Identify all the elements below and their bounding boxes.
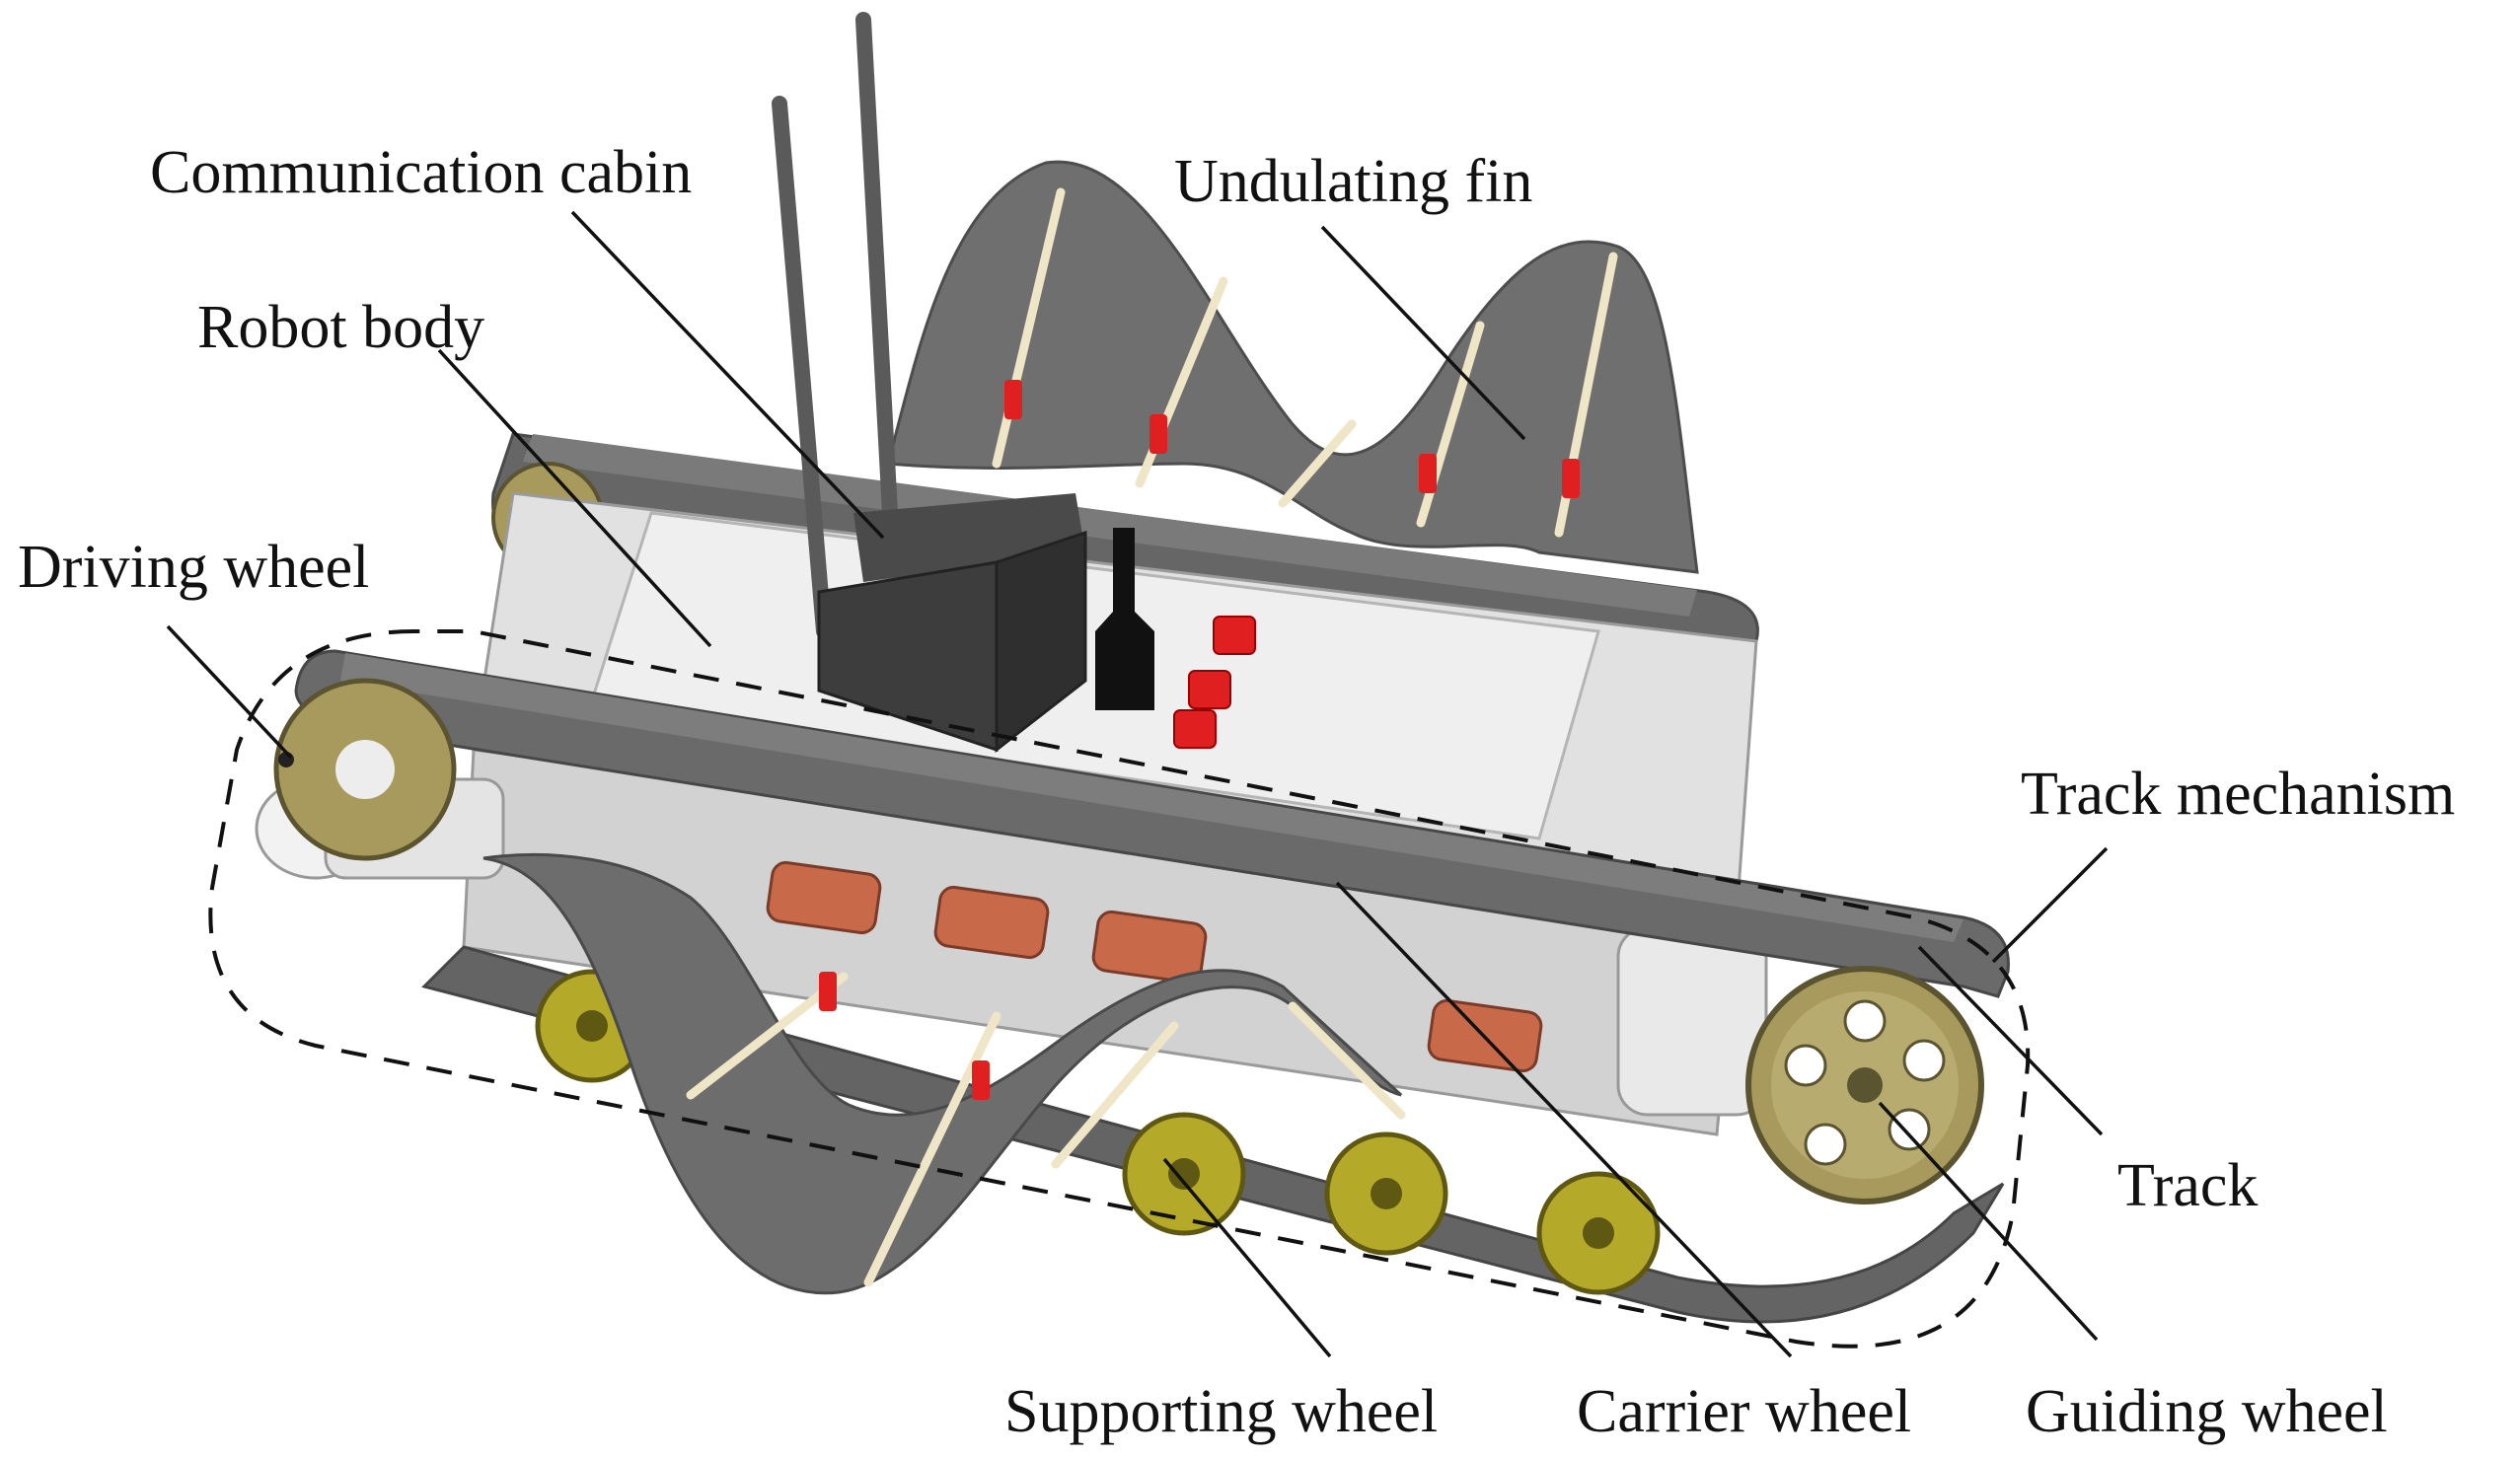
motor-cylinders — [766, 860, 1543, 1073]
guiding-wheel — [1745, 966, 1984, 1204]
fin-lower-actuators — [819, 972, 990, 1100]
leader-track — [1917, 945, 2104, 1136]
rear-housing — [1616, 925, 1768, 1117]
fin-ray — [1288, 1001, 1406, 1120]
label-undulating-fin: Undulating fin — [1174, 148, 1532, 215]
fin-upper-actuators — [1004, 380, 1580, 498]
track-mechanism-outline — [208, 629, 2031, 1349]
fin-ray — [863, 1011, 1001, 1287]
leader-undulating-fin — [1320, 225, 1526, 441]
fin-ray — [1278, 419, 1357, 508]
sensor-bottle — [1095, 528, 1154, 710]
label-guiding-wheel: Guiding wheel — [2026, 1378, 2388, 1445]
antenna-right — [855, 12, 898, 521]
label-driving-wheel: Driving wheel — [18, 534, 369, 601]
fin-lower-rays — [686, 972, 1406, 1287]
fin-upper-membrane — [886, 160, 1699, 574]
label-supporting-wheel: Supporting wheel — [1004, 1378, 1438, 1445]
leader-communication-cabin — [570, 210, 885, 540]
leader-driving-wheel — [166, 624, 293, 760]
leader-supporting-wheel — [1162, 1157, 1332, 1358]
label-robot-body: Robot body — [197, 294, 484, 361]
label-carrier-wheel: Carrier wheel — [1577, 1378, 1911, 1445]
fin-ray — [686, 972, 849, 1100]
antenna-left — [772, 96, 832, 639]
supporting-wheel — [1122, 1112, 1246, 1236]
supporting-wheel — [1324, 1131, 1448, 1256]
callout-labels: Communication cabin Undulating fin Robot… — [18, 139, 2455, 1445]
cabin-side — [995, 530, 1087, 754]
actuator-red — [972, 1060, 990, 1100]
red-connectors — [1173, 616, 1256, 749]
undulating-fin-lower — [482, 852, 1406, 1295]
actuator-red — [1419, 454, 1437, 493]
leader-carrier-wheel — [1335, 881, 1793, 1358]
label-track: Track — [2117, 1152, 2258, 1219]
communication-cabin-assembly — [772, 12, 1256, 754]
supporting-wheel — [1536, 1171, 1661, 1295]
actuator-red — [1149, 414, 1167, 454]
near-track-top-face — [340, 653, 1964, 942]
actuator-red — [1004, 380, 1022, 419]
label-communication-cabin: Communication cabin — [150, 139, 692, 206]
label-track-mechanism: Track mechanism — [2021, 761, 2455, 828]
actuator-red — [1562, 459, 1580, 498]
fin-ray — [1051, 1021, 1179, 1169]
actuator-red — [819, 972, 837, 1011]
leader-track-mechanism — [1991, 846, 2109, 964]
driving-wheel — [273, 678, 457, 861]
leader-robot-body — [437, 348, 712, 648]
leader-lines — [166, 210, 2109, 1358]
undulating-fin-upper — [886, 160, 1699, 574]
near-track — [273, 649, 2010, 1324]
leader-guiding-wheel — [1878, 1101, 2099, 1342]
